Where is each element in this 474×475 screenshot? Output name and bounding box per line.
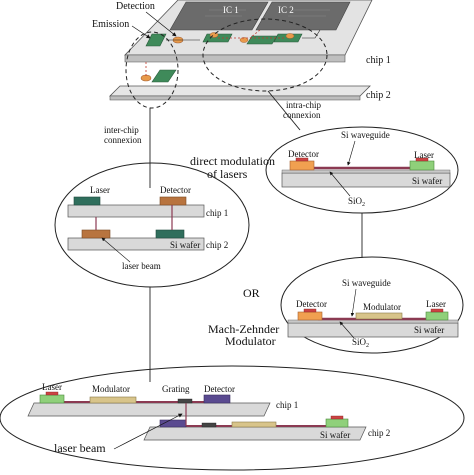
bottom-ellipse — [0, 365, 465, 471]
mz-detector — [297, 311, 323, 321]
mz-laser — [425, 311, 449, 321]
or-label: OR — [243, 286, 260, 300]
inter-chip-ellipse — [125, 31, 179, 109]
mz-modulator — [355, 312, 403, 320]
mz-label-line1: Mach-Zehnder — [208, 322, 279, 336]
bottom-grating-label: Grating — [162, 384, 190, 394]
inter-chip2-laser — [81, 229, 111, 239]
bottom-laser — [39, 394, 65, 404]
detection-label: Detection — [116, 1, 155, 12]
inter-detector — [159, 196, 187, 206]
bottom-si-wafer-label: Si wafer — [320, 430, 350, 440]
mz-ellipse — [280, 256, 464, 354]
pad-ic2-a — [246, 35, 278, 45]
inter-laser-beam-label: laser beam — [122, 261, 161, 271]
bottom-chip2-label: chip 2 — [368, 428, 390, 438]
bottom-laser-label: Laser — [42, 382, 62, 392]
chip2-pad — [151, 69, 177, 83]
intra-chip-label-line2: connexion — [283, 110, 321, 120]
chip1-front-face — [124, 54, 346, 63]
direct-laser — [409, 160, 435, 171]
bottom-chip1-wafer — [27, 402, 271, 417]
inter-chip1-wafer — [67, 204, 205, 218]
inter-si-wafer-label: Si wafer — [170, 240, 200, 250]
direct-sio2-layer — [281, 169, 451, 174]
inter-chip2-detector — [155, 229, 185, 239]
ic1-label: IC 1 — [223, 5, 239, 15]
inter-chip-panel-ellipse — [54, 162, 250, 288]
chip1-label: chip 1 — [366, 55, 391, 66]
mz-detector-label: Detector — [296, 299, 327, 309]
inter-chip1-label: chip 1 — [206, 208, 228, 218]
mz-label-line2: Modulator — [225, 334, 276, 348]
inter-laser-label: Laser — [90, 185, 110, 195]
mz-modulator-label: Modulator — [363, 302, 401, 312]
mz-sio2-label: SiO2 — [352, 337, 369, 349]
direct-si-waveguide-label: Si waveguide — [341, 130, 390, 140]
inter-chip2-label: chip 2 — [206, 240, 228, 250]
direct-mod-label-line1: direct modulation — [190, 154, 275, 168]
bottom-grating — [177, 398, 193, 404]
direct-modulation-panel: direct modulation of lasers Si wafer Det… — [190, 126, 459, 258]
inter-chip-label-line2: connexion — [104, 135, 142, 145]
bottom-chip2-laser — [325, 418, 349, 428]
ic2-label: IC 2 — [278, 5, 294, 15]
inter-chip-panel: Laser Detector chip 1 Si wafer chip 2 la… — [54, 162, 250, 382]
emission-label: Emission — [92, 19, 129, 30]
direct-si-wafer-label: Si wafer — [412, 176, 442, 186]
chip2-top-face — [109, 85, 371, 97]
mz-si-waveguide-label: Si waveguide — [342, 278, 391, 288]
bottom-modulator — [89, 396, 137, 404]
inter-detector-label: Detector — [160, 185, 191, 195]
bottom-chip1-label: chip 1 — [276, 400, 298, 410]
direct-mod-label-line2: of lasers — [207, 167, 248, 181]
direct-detector-label: Detector — [288, 149, 319, 159]
chip-stack: IC 1 IC 2 Detection Emission chip 1 chip… — [92, 0, 391, 188]
intra-chip-label-line1: intra-chip — [286, 100, 321, 110]
direct-laser-label: Laser — [414, 150, 434, 160]
bottom-laser-beam-label: laser beam — [54, 441, 106, 455]
bottom-panel: Laser Modulator Grating Detector chip 1 … — [0, 365, 465, 471]
inter-laser — [73, 196, 101, 206]
mz-si-wafer-label: Si wafer — [414, 325, 444, 335]
bottom-detector-label: Detector — [204, 384, 235, 394]
bottom-detector — [203, 394, 231, 404]
mz-laser-label: Laser — [426, 299, 446, 309]
direct-sio2-label: SiO2 — [348, 196, 365, 208]
mach-zehnder-panel: Mach-Zehnder Modulator Si wafer Detector… — [208, 256, 464, 354]
intra-chip-ellipse — [202, 18, 328, 92]
inter-chip-label-line1: inter-chip — [104, 125, 139, 135]
direct-detector — [289, 160, 315, 171]
chip2-front-face — [109, 95, 361, 101]
bottom-chip2-modulator — [231, 421, 277, 428]
chip2-label: chip 2 — [366, 90, 391, 101]
bottom-modulator-label: Modulator — [92, 384, 130, 394]
